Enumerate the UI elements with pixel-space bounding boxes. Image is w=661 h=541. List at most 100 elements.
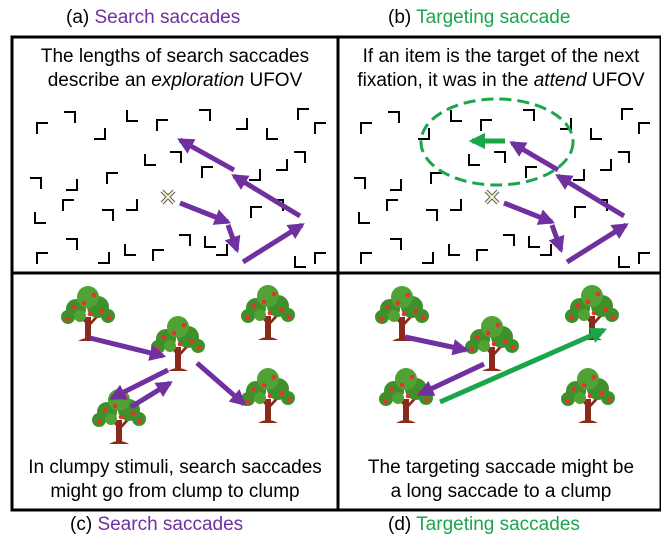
saccade-arrow [565, 222, 629, 265]
corner-element-icon [314, 252, 326, 264]
tree-icon [465, 316, 519, 371]
panel-d-description: The targeting saccade might be a long sa… [367, 457, 635, 502]
corner-element-icon [494, 151, 506, 163]
saccade-arrow [177, 137, 236, 173]
corner-element-icon [638, 252, 650, 264]
tree-icon [561, 368, 615, 423]
x-mark-icon [160, 189, 176, 205]
saccade-arrow [241, 222, 305, 265]
panel-a-saccades [177, 137, 305, 265]
corner-element-icon [360, 122, 372, 134]
corner-element-icon [525, 166, 537, 178]
panel-d-saccades [404, 334, 486, 397]
saccade-arrow [404, 334, 470, 356]
corner-element-icon [426, 209, 438, 221]
saccade-arrow [195, 361, 247, 407]
tree-icon [565, 285, 619, 340]
corner-element-icon [528, 236, 540, 248]
corner-element-icon [124, 244, 136, 256]
panel-c-title: Search saccades [97, 514, 244, 535]
corner-element-icon [94, 128, 106, 140]
corner-element-icon [638, 122, 650, 134]
corner-element-icon [126, 199, 138, 211]
corner-element-icon [468, 154, 480, 166]
corner-element-icon [66, 179, 78, 191]
saccade-arrow [231, 173, 302, 219]
corner-element-icon [314, 122, 326, 134]
saccade-arrow [509, 140, 560, 173]
corner-element-icon [102, 209, 114, 221]
corner-element-icon [294, 256, 306, 268]
corner-element-icon [573, 169, 585, 181]
corner-element-icon [390, 238, 402, 250]
saccade-arrow [555, 173, 626, 219]
corner-element-icon [36, 122, 48, 134]
corner-element-icon [354, 177, 366, 189]
corner-element-icon [448, 244, 460, 256]
panel-b-items [354, 108, 650, 268]
corner-element-icon [30, 177, 42, 189]
corner-element-icon [126, 110, 138, 122]
corner-element-icon [430, 172, 442, 184]
corner-element-icon [266, 128, 278, 140]
corner-element-icon [156, 119, 168, 131]
panel-c-saccades [89, 335, 247, 410]
corner-element-icon [590, 128, 602, 140]
corner-element-icon [621, 108, 633, 120]
corner-element-icon [36, 252, 48, 264]
corner-element-icon [503, 234, 515, 246]
panel-b-description: If an item is the target of the next fix… [357, 46, 645, 91]
panel-b-title: Targeting saccade [416, 7, 571, 28]
corner-element-icon [106, 172, 118, 184]
corner-element-icon [216, 244, 228, 256]
corner-element-icon [574, 206, 586, 218]
panel-a-description: The lengths of search saccades describe … [40, 46, 310, 91]
panel-c-description: In clumpy stimuli, search saccades might… [28, 457, 322, 502]
corner-element-icon [236, 118, 248, 130]
corner-element-icon [358, 212, 370, 224]
corner-element-icon [250, 206, 262, 218]
corner-element-icon [62, 199, 74, 211]
corner-element-icon [98, 252, 110, 264]
saccade-arrow [417, 361, 486, 397]
corner-element-icon [523, 109, 535, 121]
saccade-arrow [179, 200, 232, 225]
corner-element-icon [179, 234, 191, 246]
panel-d-caption: (d) Targeting saccades [388, 514, 580, 535]
panel-c-caption: (c) Search saccades [70, 514, 244, 535]
corner-element-icon [418, 128, 430, 140]
panel-a-title: Search saccades [94, 7, 241, 28]
corner-element-icon [276, 159, 288, 171]
corner-element-icon [294, 151, 306, 163]
corner-element-icon [618, 256, 630, 268]
saccade-arrow [89, 335, 167, 361]
corner-element-icon [204, 236, 216, 248]
corner-element-icon [144, 154, 156, 166]
tree-icon [151, 316, 205, 371]
tree-icon [61, 286, 115, 341]
corner-element-icon [388, 111, 400, 123]
corner-element-icon [450, 110, 462, 122]
corner-element-icon [386, 199, 398, 211]
corner-element-icon [450, 199, 462, 211]
corner-element-icon [480, 119, 492, 131]
saccade-arrow [224, 224, 241, 254]
corner-element-icon [64, 111, 76, 123]
saccade-arrow [129, 380, 173, 410]
corner-element-icon [199, 109, 211, 121]
x-mark-icon [484, 189, 500, 205]
corner-element-icon [34, 212, 46, 224]
corner-element-icon [249, 169, 261, 181]
corner-element-icon [360, 252, 372, 264]
tree-icon [241, 368, 295, 423]
saccade-arrow [503, 200, 556, 225]
panel-a-items [30, 108, 326, 268]
corner-element-icon [170, 151, 182, 163]
corner-element-icon [600, 159, 612, 171]
attend-ufov-ellipse [419, 97, 575, 187]
panel-a-caption: (a) Search saccades [66, 7, 241, 28]
corner-element-icon [66, 238, 78, 250]
tree-icon [379, 368, 433, 423]
saccade-arrow [548, 224, 565, 254]
